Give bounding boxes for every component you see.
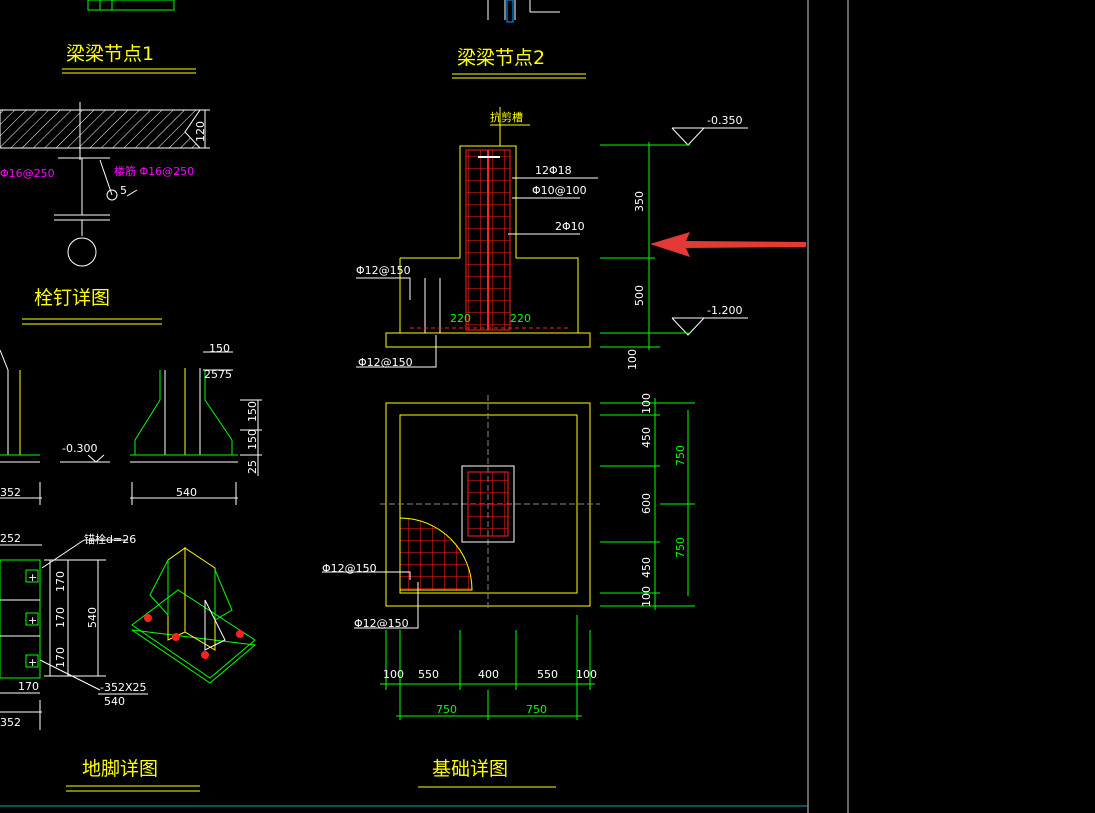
plan-bottom-dim-3: 550 — [537, 668, 558, 681]
pointer-arrow — [650, 232, 806, 257]
svg-text:+: + — [28, 571, 37, 584]
anchor-dim-540: 540 — [176, 486, 197, 499]
plan-bottom-outer-1: 750 — [526, 703, 547, 716]
anchor-3d-view — [131, 547, 257, 684]
anchor-dim-170d: 170 — [18, 680, 39, 693]
anchor-elevation: -0.300 150 25 75 150 150 25 540 352 — [0, 342, 262, 505]
anchor-detail-title: 地脚详图 — [82, 758, 158, 780]
slab-rebar-bottom-label: Φ12@150 — [358, 356, 413, 369]
plan-bottom-dim-1: 550 — [418, 668, 439, 681]
plan-bottom-outer-0: 750 — [436, 703, 457, 716]
elev-top: -0.350 — [707, 114, 742, 127]
rebar-label-left: Φ16@250 — [0, 167, 55, 180]
anchor-dim-352b: 352 — [0, 716, 21, 729]
anchor-dim-150: 150 — [209, 342, 230, 355]
beam-joint-1-title-group: 梁梁节点1 — [62, 0, 196, 74]
plan-bottom-dim-0: 100 — [383, 668, 404, 681]
dim-220-left: 220 — [450, 312, 471, 325]
foundation-plan: Φ12@150 Φ12@150 100 450 600 450 100 750 … — [322, 393, 695, 720]
plan-right-outer-1: 750 — [674, 537, 687, 558]
anchor-plan: 252 + + + 170 170 170 540 锚栓d=26 170 -35… — [0, 532, 148, 730]
stud-detail-title: 栓钉详图 — [34, 287, 110, 309]
plan-bottom-dim-4: 100 — [576, 668, 597, 681]
anchor-plate-size: -352X25 — [100, 681, 147, 694]
anchor-dim-150b: 150 — [246, 401, 259, 422]
anchor-dim-170a: 170 — [54, 571, 67, 592]
anchor-dim-150c: 150 — [246, 429, 259, 450]
anchor-elev: -0.300 — [62, 442, 97, 455]
plan-right-dim-4: 100 — [640, 586, 653, 607]
svg-text:+: + — [28, 614, 37, 627]
plan-bottom-dim-2: 400 — [478, 668, 499, 681]
plan-right-dim-3: 450 — [640, 557, 653, 578]
stud-title-group: 栓钉详图 — [22, 287, 162, 325]
anchor-title-group: 地脚详图 — [66, 758, 200, 792]
anchor-dim-170c: 170 — [54, 647, 67, 668]
dim-220-right: 220 — [510, 312, 531, 325]
stud-slab-detail: 120 Φ16@250 楼筋 Φ16@250 5 — [0, 102, 210, 267]
anchor-dim-540c: 540 — [104, 695, 125, 708]
foundation-title-group: 基础详图 — [418, 758, 556, 788]
anchor-dim-252: 252 — [0, 532, 21, 545]
pedestal-section: 抗剪槽 12Φ18 Φ10@100 2Φ10 Φ12@150 Φ12@150 2… — [356, 107, 748, 370]
plan-rebar-b: Φ12@150 — [354, 617, 409, 630]
plan-right-dim-2: 600 — [640, 493, 653, 514]
anchor-dim-540b: 540 — [86, 607, 99, 628]
side-rebar-label: 2Φ10 — [555, 220, 585, 233]
dim-350: 350 — [633, 191, 646, 212]
slab-rebar-top-label: Φ12@150 — [356, 264, 411, 277]
plan-right-dim-0: 100 — [640, 393, 653, 414]
plan-right-outer-0: 750 — [674, 445, 687, 466]
main-rebar-label: 12Φ18 — [535, 164, 572, 177]
beam-joint-2-title-group: 梁梁节点2 — [452, 0, 586, 79]
anchor-dim-25: 25 — [204, 368, 218, 381]
dim-100: 100 — [626, 349, 639, 370]
plan-right-dim-1: 450 — [640, 427, 653, 448]
foundation-detail-title: 基础详图 — [432, 758, 508, 780]
anchor-dim-170b: 170 — [54, 607, 67, 628]
stirrup-label: Φ10@100 — [532, 184, 587, 197]
drawing-frame — [0, 0, 849, 813]
anchor-dim-25b: 25 — [246, 460, 259, 474]
rebar-label-right: 楼筋 Φ16@250 — [114, 164, 194, 178]
anchor-dim-75: 75 — [218, 368, 232, 381]
shear-key-tag: 抗剪槽 — [490, 110, 523, 124]
dim-120: 120 — [194, 121, 207, 142]
anchor-plate-note: 锚栓d=26 — [84, 532, 136, 546]
anchor-dim-352: 352 — [0, 486, 21, 499]
beam-joint-1-title: 梁梁节点1 — [66, 43, 154, 65]
beam-joint-2-title: 梁梁节点2 — [457, 47, 545, 69]
plan-rebar-a: Φ12@150 — [322, 562, 377, 575]
dim-500: 500 — [633, 285, 646, 306]
weld-size: 5 — [120, 184, 127, 197]
svg-text:+: + — [28, 656, 37, 669]
elev-bottom: -1.200 — [707, 304, 742, 317]
